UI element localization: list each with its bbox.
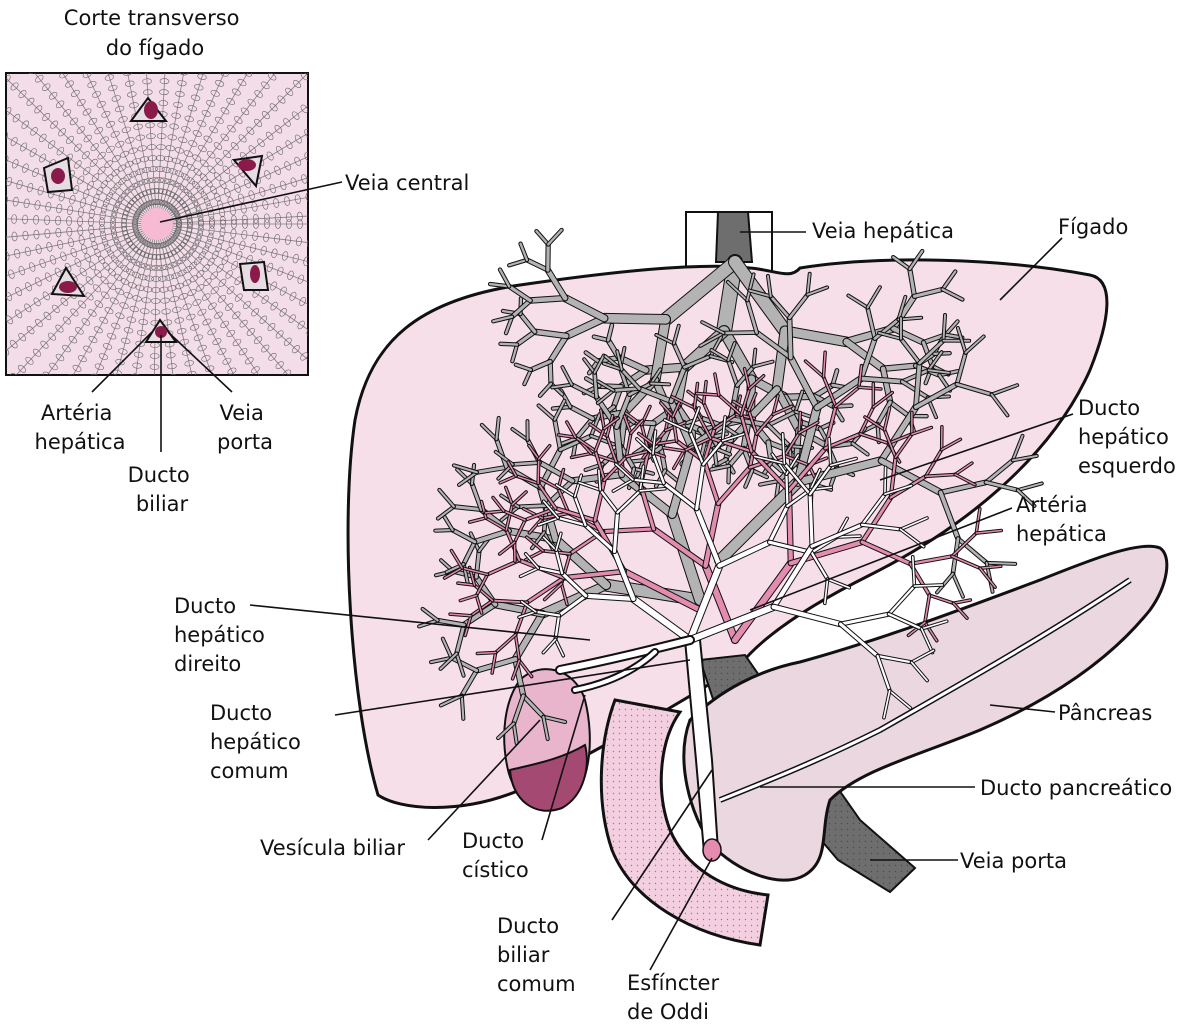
portal-triad-top	[129, 96, 169, 122]
leader-esfincter	[649, 857, 713, 971]
hepatocyte-cords	[6, 73, 308, 375]
label-ducto-hepatico-comum: Ducto hepático comum	[210, 701, 308, 783]
label-arteria-hepatica-inset: Artéria hepática	[35, 401, 126, 454]
label-ducto-biliar-comum: Ducto biliar comum	[497, 914, 576, 996]
leader-ducto-cistico	[541, 694, 586, 841]
central-vein-shape	[141, 208, 173, 240]
label-ducto-biliar-inset: Ducto biliar	[128, 463, 197, 516]
label-veia-porta: Veia porta	[960, 849, 1067, 873]
pancreas-shape	[682, 544, 1169, 882]
label-vesicula-biliar: Vesícula biliar	[260, 836, 405, 860]
leader-lines	[91, 181, 1074, 971]
label-ducto-pancreatico: Ducto pancreático	[980, 776, 1172, 800]
duodenum-stipple	[601, 700, 768, 945]
leader-ducto-hepatico-direito	[249, 604, 591, 641]
label-ducto-cistico: Ducto cístico	[462, 829, 531, 882]
leader-vesicula-biliar	[427, 719, 541, 841]
leader-ducto-hepatico-comum	[334, 659, 691, 716]
leader-ducto-hepatico-esquerdo	[879, 413, 1074, 481]
label-pancreas: Pâncreas	[1058, 701, 1152, 725]
leader-pancreas	[989, 704, 1056, 713]
bile-duct-tree	[517, 406, 949, 720]
portal-triad-upper-left	[42, 156, 74, 194]
label-arteria-hepatica: Artéria hepática	[1016, 493, 1107, 546]
labels: Corte transverso do fígado Veia central …	[35, 6, 1176, 1024]
pancreatic-duct-lumen	[719, 578, 1131, 802]
portal-triad-lower-right	[238, 260, 270, 291]
label-ducto-hepatico-direito: Ducto hepático direito	[174, 594, 272, 676]
label-inset-title: Corte transverso do fígado	[64, 6, 246, 60]
portal-triad-lower-left	[50, 266, 86, 298]
leader-veia-central	[159, 181, 343, 223]
portal-triad-upper-right	[232, 154, 264, 189]
label-veia-porta-inset: Veia porta	[217, 401, 273, 454]
leader-ducto-biliar-comum	[611, 769, 713, 921]
sphincter-of-oddi-shape	[702, 838, 722, 862]
label-ducto-hepatico-esquerdo: Ducto hepático esquerdo	[1078, 396, 1176, 478]
hepatic-artery-tree	[442, 350, 1004, 681]
label-veia-hepatica: Veia hepática	[812, 219, 954, 243]
label-figado: Fígado	[1058, 215, 1128, 239]
label-esfincter-de-oddi: Esfíncter de Oddi	[627, 971, 726, 1024]
label-veia-central: Veia central	[345, 171, 469, 195]
liver-cross-section-inset	[5, 72, 309, 376]
leader-veia-porta-inset	[167, 331, 233, 393]
leader-arteria-inset	[91, 331, 153, 393]
gallbladder-fundus	[508, 743, 588, 812]
main-anatomy	[346, 211, 1169, 947]
leader-figado	[999, 237, 1063, 301]
leader-arteria-hepatica	[749, 507, 1013, 611]
